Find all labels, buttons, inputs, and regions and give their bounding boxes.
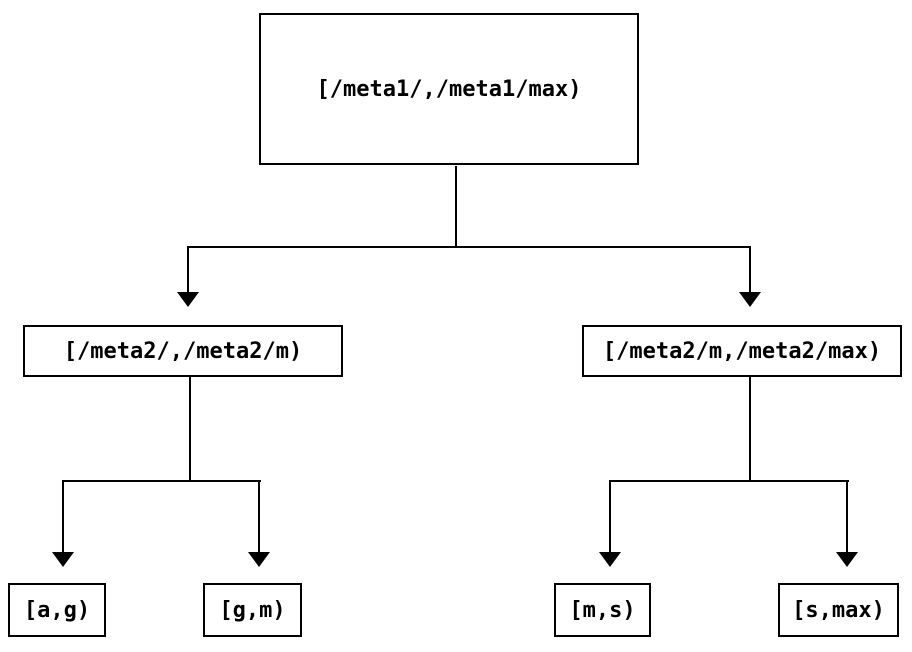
edge-meta2-low-to-leaf-ag-line — [62, 480, 64, 552]
edge-root-to-meta2-low-line — [187, 246, 189, 292]
node-leaf-ms: [m,s) — [554, 583, 651, 637]
edge-meta2-low-stem-line — [189, 377, 191, 481]
edge-meta2-low-to-leaf-gm-line — [258, 480, 260, 552]
arrowhead-down-icon — [248, 552, 270, 567]
arrowhead-down-icon — [52, 552, 74, 567]
edge-root-to-meta2-high-line — [749, 246, 751, 292]
node-meta2-high-label: [/meta2/m,/meta2/max) — [602, 338, 882, 364]
arrowhead-down-icon — [836, 552, 858, 567]
node-leaf-smax-label: [s,max) — [792, 597, 885, 623]
edge-root-stem-line — [455, 166, 457, 247]
node-leaf-gm: [g,m) — [203, 583, 302, 637]
edge-meta2-high-to-leaf-smax-line — [846, 480, 848, 552]
node-root-label: [/meta1/,/meta1/max) — [316, 76, 582, 102]
arrowhead-down-icon — [177, 292, 199, 307]
edge-meta2-high-crossbar-line — [609, 480, 849, 482]
node-meta2-low-label: [/meta2/,/meta2/m) — [63, 338, 303, 364]
node-meta2-low: [/meta2/,/meta2/m) — [23, 325, 343, 377]
node-leaf-ag: [a,g) — [8, 583, 106, 637]
arrowhead-down-icon — [599, 552, 621, 567]
edge-root-crossbar-line — [187, 246, 751, 248]
node-leaf-ms-label: [m,s) — [569, 597, 636, 623]
node-meta2-high: [/meta2/m,/meta2/max) — [582, 325, 902, 377]
edge-meta2-high-stem-line — [749, 377, 751, 481]
edge-meta2-high-to-leaf-ms-line — [609, 480, 611, 552]
node-root: [/meta1/,/meta1/max) — [259, 13, 639, 165]
node-leaf-ag-label: [a,g) — [23, 597, 91, 623]
node-leaf-smax: [s,max) — [778, 583, 899, 637]
node-leaf-gm-label: [g,m) — [219, 597, 286, 623]
arrowhead-down-icon — [739, 292, 761, 307]
edge-meta2-low-crossbar-line — [62, 480, 261, 482]
